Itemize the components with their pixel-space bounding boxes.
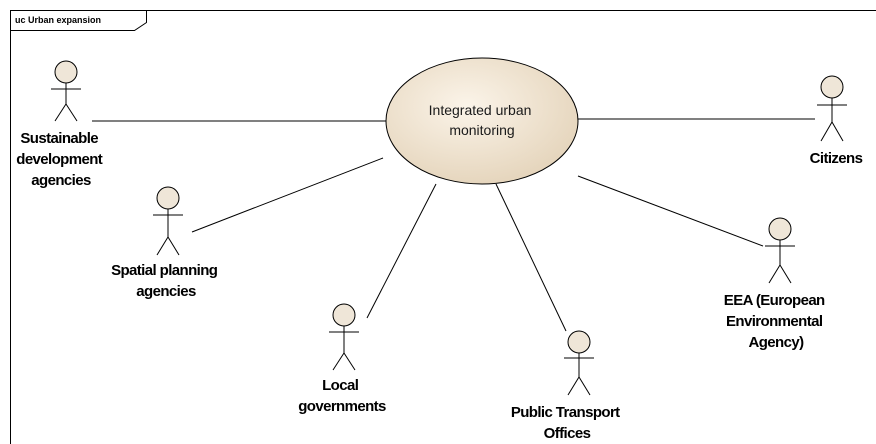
actor-label-line: development xyxy=(16,151,103,168)
association-public-transport-offices[interactable] xyxy=(495,183,567,332)
actor-sustainable-development-agencies[interactable]: Sustainable development agencies xyxy=(16,60,106,189)
frame-tab xyxy=(10,10,147,31)
actor-public-transport-offices[interactable]: Public Transport Offices xyxy=(511,330,623,442)
associations xyxy=(92,118,815,332)
actor-label-line: Offices xyxy=(544,425,591,442)
association-eea[interactable] xyxy=(577,175,764,247)
svg-text:Local governments: Local governments xyxy=(298,377,386,415)
actor-label-line: Sustainable xyxy=(20,130,98,147)
svg-text:Integrated urban monitor: Integrated urban monitoring xyxy=(429,102,536,138)
svg-text:EEA (European Environmen: EEA (European Environmental Agency) xyxy=(724,292,828,351)
actor-label-line: governments xyxy=(298,398,386,415)
actor-spatial-planning-agencies[interactable]: Spatial planning agencies xyxy=(111,186,221,300)
use-case-label-line: Integrated urban xyxy=(429,102,532,118)
association-spatial-planning-agencies[interactable] xyxy=(191,157,384,233)
actor-local-governments[interactable]: Local governments xyxy=(298,303,387,415)
actor-label-line: Spatial planning xyxy=(111,262,218,279)
actor-stick-figure-icon xyxy=(765,217,795,284)
actor-stick-figure-icon xyxy=(153,186,183,256)
actor-label-line: agencies xyxy=(136,283,196,300)
actor-label-line: EEA (European xyxy=(724,292,825,309)
diagram-frame: uc Urban expansion xyxy=(10,10,876,444)
actor-label-line: Citizens xyxy=(810,150,863,167)
actor-stick-figure-icon xyxy=(51,60,81,122)
svg-text:Citizens: Citizens xyxy=(810,150,863,167)
actor-label-line: Agency) xyxy=(749,334,805,351)
use-case-ellipse xyxy=(385,57,579,185)
frame-border xyxy=(10,10,876,444)
actor-stick-figure-icon xyxy=(817,75,847,142)
actor-label-line: agencies xyxy=(31,172,91,189)
association-local-governments[interactable] xyxy=(366,183,437,319)
actor-label-line: Environmental xyxy=(726,313,823,330)
actor-stick-figure-icon xyxy=(564,330,594,396)
frame-title: uc Urban expansion xyxy=(15,15,101,25)
svg-text:Sustainable development: Sustainable development agencies xyxy=(16,130,106,189)
actor-label-line: Local xyxy=(322,377,359,394)
use-case-label-line: monitoring xyxy=(449,122,514,138)
actor-eea[interactable]: EEA (European Environmental Agency) xyxy=(724,217,828,351)
use-case-integrated-urban-monitoring[interactable]: Integrated urban monitoring xyxy=(385,57,579,185)
actor-stick-figure-icon xyxy=(329,303,359,371)
svg-text:Public Transport Offices: Public Transport Offices xyxy=(511,404,623,442)
svg-text:Spatial planning agencie: Spatial planning agencies xyxy=(111,262,221,300)
actor-citizens[interactable]: Citizens xyxy=(810,75,863,167)
actor-label-line: Public Transport xyxy=(511,404,620,421)
